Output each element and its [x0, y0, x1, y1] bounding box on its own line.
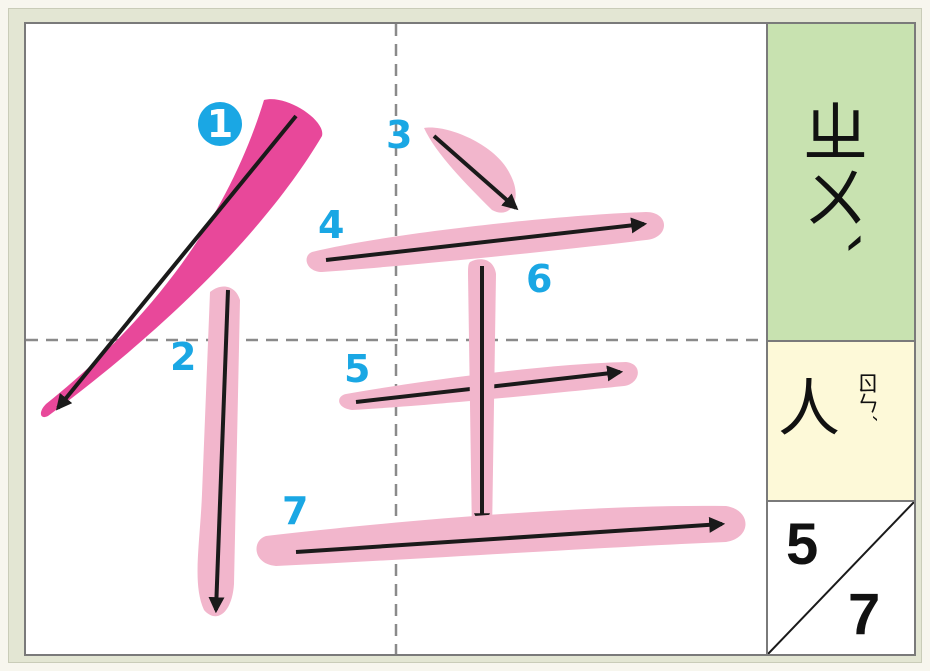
stroke-number-4: 4	[318, 203, 344, 247]
stroke-count-box: 5 7	[766, 500, 916, 656]
character-info-column: ㄓㄨˋ 人 ㄖㄣˊ 5 7	[766, 22, 916, 656]
zhuyin-text: ㄓㄨˋ	[792, 98, 869, 263]
stroke-order-grid: 1 2 3 4 5 6 7	[24, 22, 768, 656]
radical-character: 人	[778, 378, 840, 440]
zhuyin-box: ㄓㄨˋ	[766, 22, 916, 342]
stroke-number-1: 1	[207, 102, 233, 146]
stroke-number-5: 5	[344, 347, 370, 391]
total-stroke-count: 7	[848, 586, 880, 644]
stroke-number-3: 3	[386, 113, 412, 157]
current-stroke-number: 5	[786, 516, 818, 574]
stroke-number-7: 7	[282, 489, 308, 533]
radical-box: 人 ㄖㄣˊ	[766, 340, 916, 502]
radical-zhuyin: ㄖㄣˊ	[854, 372, 876, 421]
zhuyin-pronunciation: ㄓㄨˋ	[768, 24, 918, 344]
stroke-number-6: 6	[526, 257, 552, 301]
stroke-number-2: 2	[170, 335, 196, 379]
stroke-diagram: 1 2 3 4 5 6 7	[26, 24, 766, 654]
stroke-7-shape	[257, 506, 746, 566]
